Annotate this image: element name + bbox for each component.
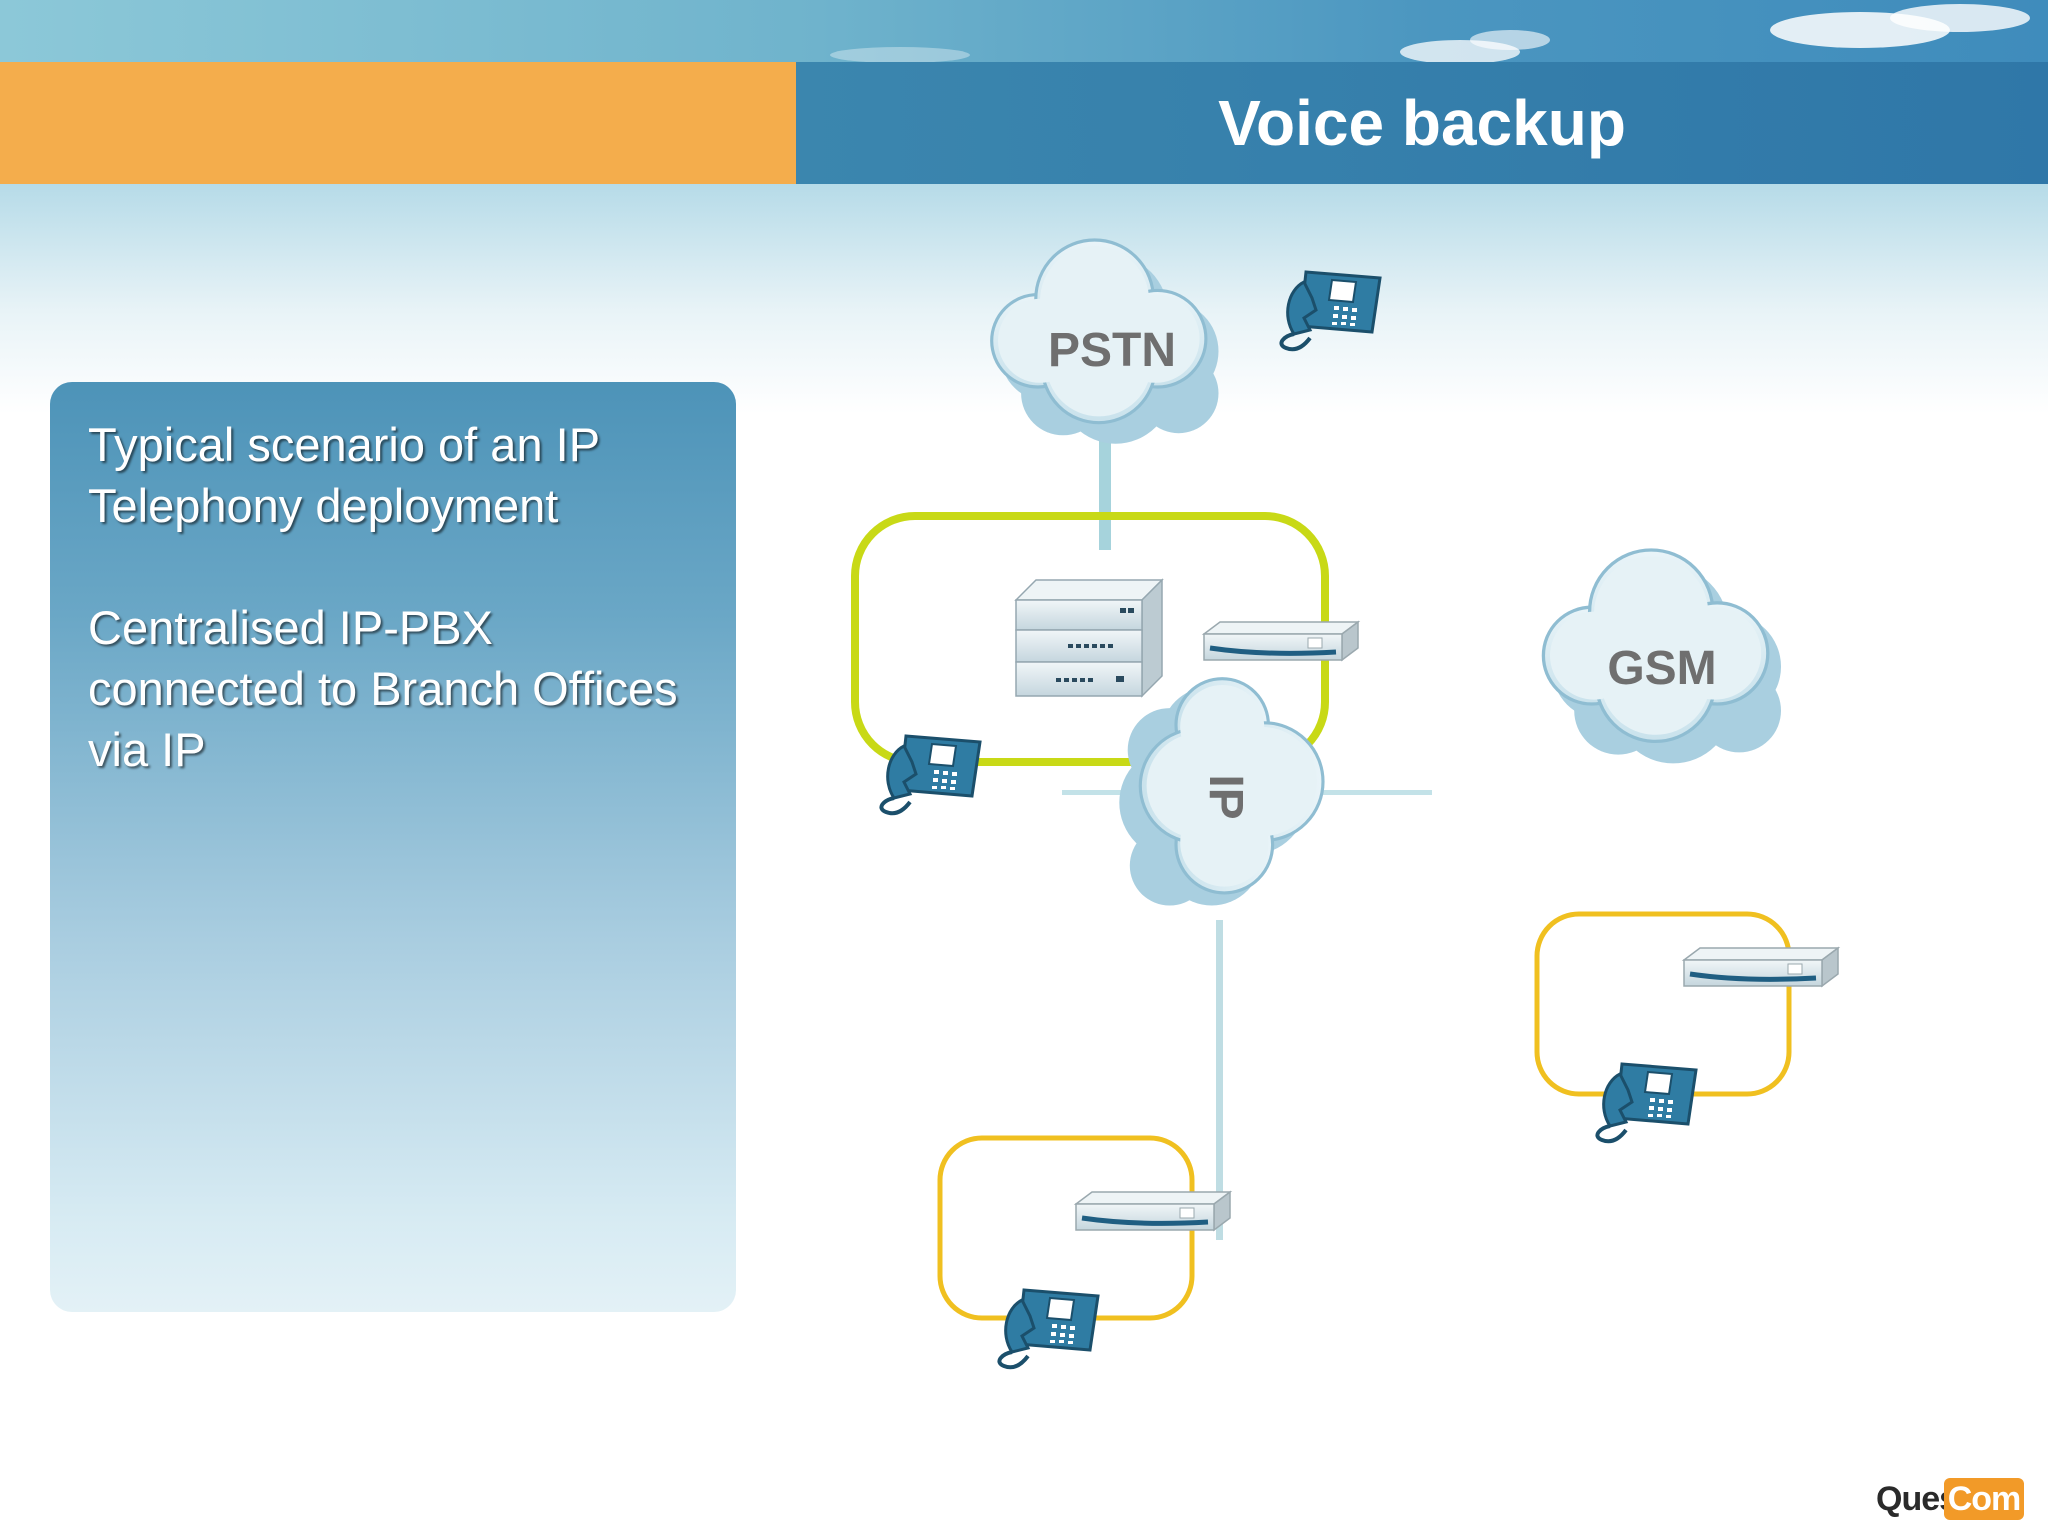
logo-text-com: Com (1944, 1478, 2024, 1520)
ip-label: IP (1199, 774, 1252, 819)
sky-clouds (830, 4, 2030, 62)
title-bar: Voice backup (796, 62, 2048, 184)
text-panel: Typical scenario of an IP Telephony depl… (50, 382, 736, 1312)
panel-paragraph-2: Centralised IP-PBX connected to Branch O… (88, 601, 678, 776)
phone-icon (997, 1288, 1100, 1370)
ip-pbx (1015, 579, 1163, 697)
quescom-logo: Ques Com (1876, 1478, 2024, 1522)
gateway (1684, 948, 1838, 986)
pstn-label: PSTN (1048, 324, 1176, 377)
header-accent-bar (0, 62, 796, 184)
phone-icon (879, 734, 982, 816)
gateway (1076, 1192, 1230, 1230)
panel-paragraph-1: Typical scenario of an IP Telephony depl… (88, 418, 600, 532)
phone-icon (1279, 270, 1382, 352)
pstn-link (1099, 430, 1111, 550)
gsm-label: GSM (1607, 642, 1716, 695)
gateway (1204, 622, 1358, 660)
phone-icon (1595, 1062, 1698, 1144)
branch-uplink (1216, 920, 1223, 1240)
page-title: Voice backup (1218, 87, 1626, 159)
sky-banner (0, 0, 2048, 62)
